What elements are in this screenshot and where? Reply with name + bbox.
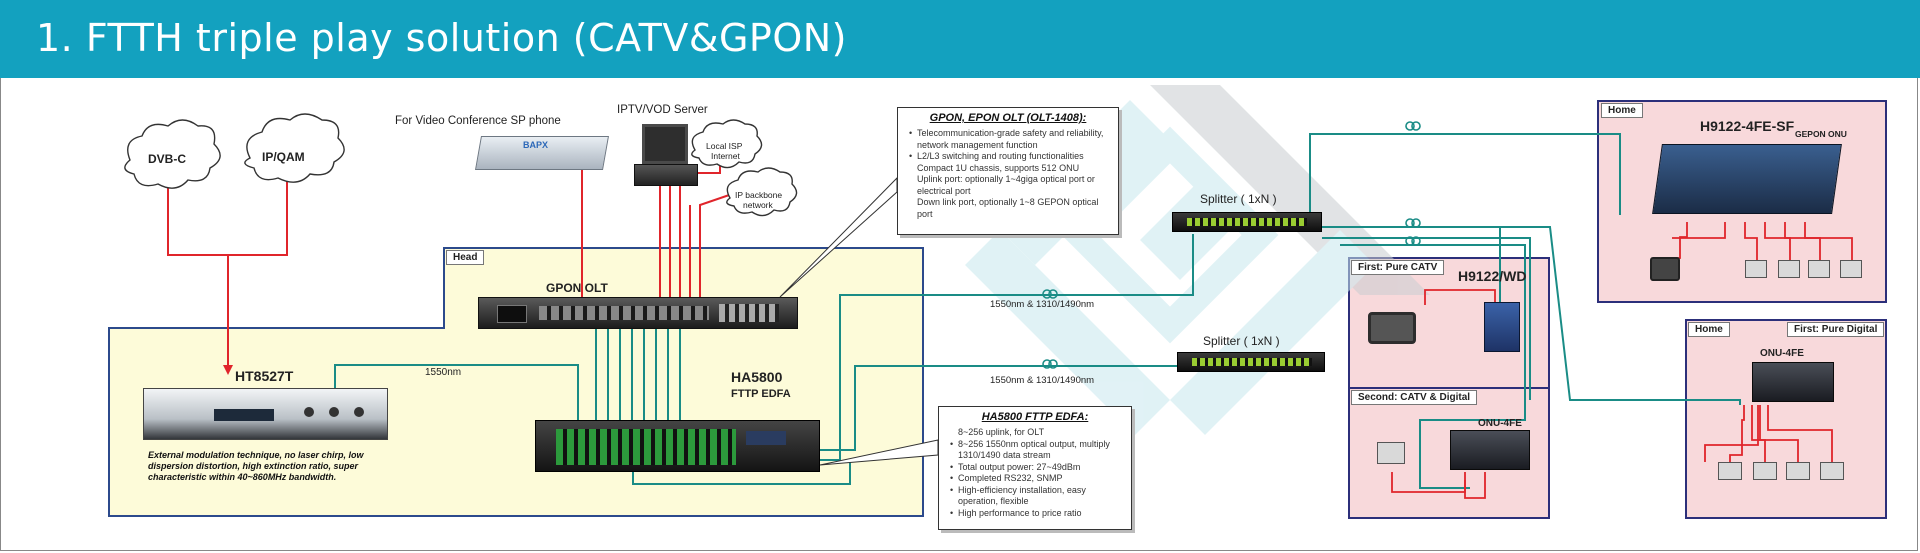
pc-icon: [1820, 462, 1844, 480]
home-right-model: ONU-4FE: [1760, 348, 1804, 359]
olt-info-line: Uplink port: optionally 1~4giga optical …: [917, 174, 1095, 196]
mid-model-h9122wd: H9122/WD: [1458, 268, 1527, 284]
iptv-server-label: IPTV/VOD Server: [617, 104, 708, 116]
ftth-edfa-label: FTTP EDFA: [731, 388, 791, 400]
ha5800-device: [535, 420, 820, 472]
mid-model-onu4fe: ONU-4FE: [1478, 418, 1522, 429]
cloud-backbone-label-2: network: [743, 200, 773, 210]
ht8527t-caption: External modulation technique, no laser …: [148, 450, 364, 482]
edfa-info-list: 8~256 uplink, for OLT 8~256 1550nm optic…: [949, 427, 1121, 519]
edfa-info-box: HA5800 FTTP EDFA: 8~256 uplink, for OLT …: [938, 406, 1132, 530]
head-tab: Head: [446, 250, 485, 265]
home-right-tab-second: First: Pure Digital: [1787, 322, 1885, 337]
olt-info-line: Down link port, optionally 1~8 GEPON opt…: [917, 197, 1099, 219]
ht8527t-label: HT8527T: [235, 368, 294, 384]
cloud-ipqam-label: IP/QAM: [262, 150, 305, 164]
iptv-server-monitor: [642, 124, 688, 164]
head-panel-join: [441, 329, 447, 515]
home-right-panel: [1685, 319, 1887, 519]
h9122-4fe-sf-device: [1652, 144, 1842, 214]
fiber-lines: [334, 133, 1741, 489]
wavelength-bottom-label: 1550nm & 1310/1490nm: [990, 375, 1095, 386]
olt-info-box: GPON, EPON OLT (OLT-1408): Telecommunica…: [897, 107, 1119, 235]
pc-icon: [1745, 260, 1767, 278]
wavelength-top-label: 1550nm & 1310/1490nm: [990, 299, 1095, 310]
pc-icon: [1718, 462, 1742, 480]
edfa-info-line: 8~256 1550nm optical output, multiply 13…: [950, 439, 1121, 462]
onu4fe-mid-device: [1450, 430, 1530, 470]
pc-icon: [1377, 442, 1405, 464]
video-conference-label: For Video Conference SP phone: [395, 115, 561, 127]
link-1550-label: 1550nm: [425, 367, 462, 378]
head-panel: [443, 247, 924, 517]
home-top-sub: GEPON ONU: [1795, 129, 1847, 139]
ht8527t-device: [143, 388, 388, 440]
home-top-model: H9122-4FE-SF: [1700, 118, 1795, 134]
cloud-isp-label-1: Local ISP: [706, 141, 743, 151]
edfa-info-line: High-efficiency installation, easy opera…: [950, 485, 1121, 508]
cloud-dvbc: [124, 119, 221, 189]
splitter-bottom-label: Splitter ( 1xN ): [1203, 334, 1280, 348]
cloud-backbone: [726, 167, 798, 217]
edfa-info-line: Total output power: 27~49dBm: [950, 462, 1121, 474]
pc-icon: [1778, 260, 1800, 278]
h9122wd-device: [1484, 302, 1520, 352]
title-banner: 1. FTTH triple play solution (CATV&GPON): [0, 0, 1920, 78]
video-conference-brand: BAPX: [523, 140, 549, 150]
onu4fe-right-device: [1752, 362, 1834, 402]
pc-icon: [1808, 260, 1830, 278]
fiber-loop-markers: [1042, 121, 1421, 369]
mid-tab-first: First: Pure CATV: [1351, 260, 1445, 275]
home-right-tab: Home: [1688, 322, 1730, 337]
edfa-info-heading: HA5800 FTTP EDFA:: [981, 411, 1089, 423]
pc-icon: [1753, 462, 1777, 480]
olt-info-heading: GPON, EPON OLT (OLT-1408):: [929, 112, 1087, 124]
home-red-wires: [1391, 222, 1853, 499]
arrow-to-ht8527t: [223, 365, 233, 375]
olt-info-line: L2/L3 switching and routing functionalit…: [909, 151, 1108, 163]
pc-icon: [1786, 462, 1810, 480]
tv-icon: [1650, 257, 1680, 281]
cloud-backbone-label-1: IP backbone: [735, 190, 783, 200]
edfa-info-line: Completed RS232, SNMP: [950, 473, 1121, 485]
olt-info-line: Telecommunication-grade safety and relia…: [909, 128, 1108, 151]
edfa-info-line: 8~256 uplink, for OLT: [958, 427, 1045, 437]
splitter-bottom-device: [1177, 352, 1325, 372]
home-top-tab: Home: [1601, 103, 1643, 118]
page-title: 1. FTTH triple play solution (CATV&GPON): [36, 16, 848, 60]
cloud-isp-label-2: Internet: [711, 151, 740, 161]
iptv-server-base: [634, 164, 698, 186]
cloud-dvbc-label: DVB-C: [148, 152, 186, 166]
ha5800-label: HA5800: [731, 369, 783, 385]
cloud-isp: [691, 119, 763, 169]
gpon-olt-label: GPON OLT: [546, 281, 608, 295]
splitter-top-label: Splitter ( 1xN ): [1200, 192, 1277, 206]
cloud-ipqam: [244, 113, 345, 183]
splitter-top-device: [1172, 212, 1322, 232]
gpon-olt-device: [478, 297, 798, 329]
edfa-info-line: High performance to price ratio: [950, 508, 1121, 520]
pc-icon: [1840, 260, 1862, 278]
olt-info-line: Compact 1U chassis, supports 512 ONU: [917, 162, 1080, 173]
mid-tab-second: Second: CATV & Digital: [1351, 390, 1478, 405]
olt-info-list: Telecommunication-grade safety and relia…: [908, 128, 1108, 220]
tv-icon: [1368, 312, 1416, 344]
